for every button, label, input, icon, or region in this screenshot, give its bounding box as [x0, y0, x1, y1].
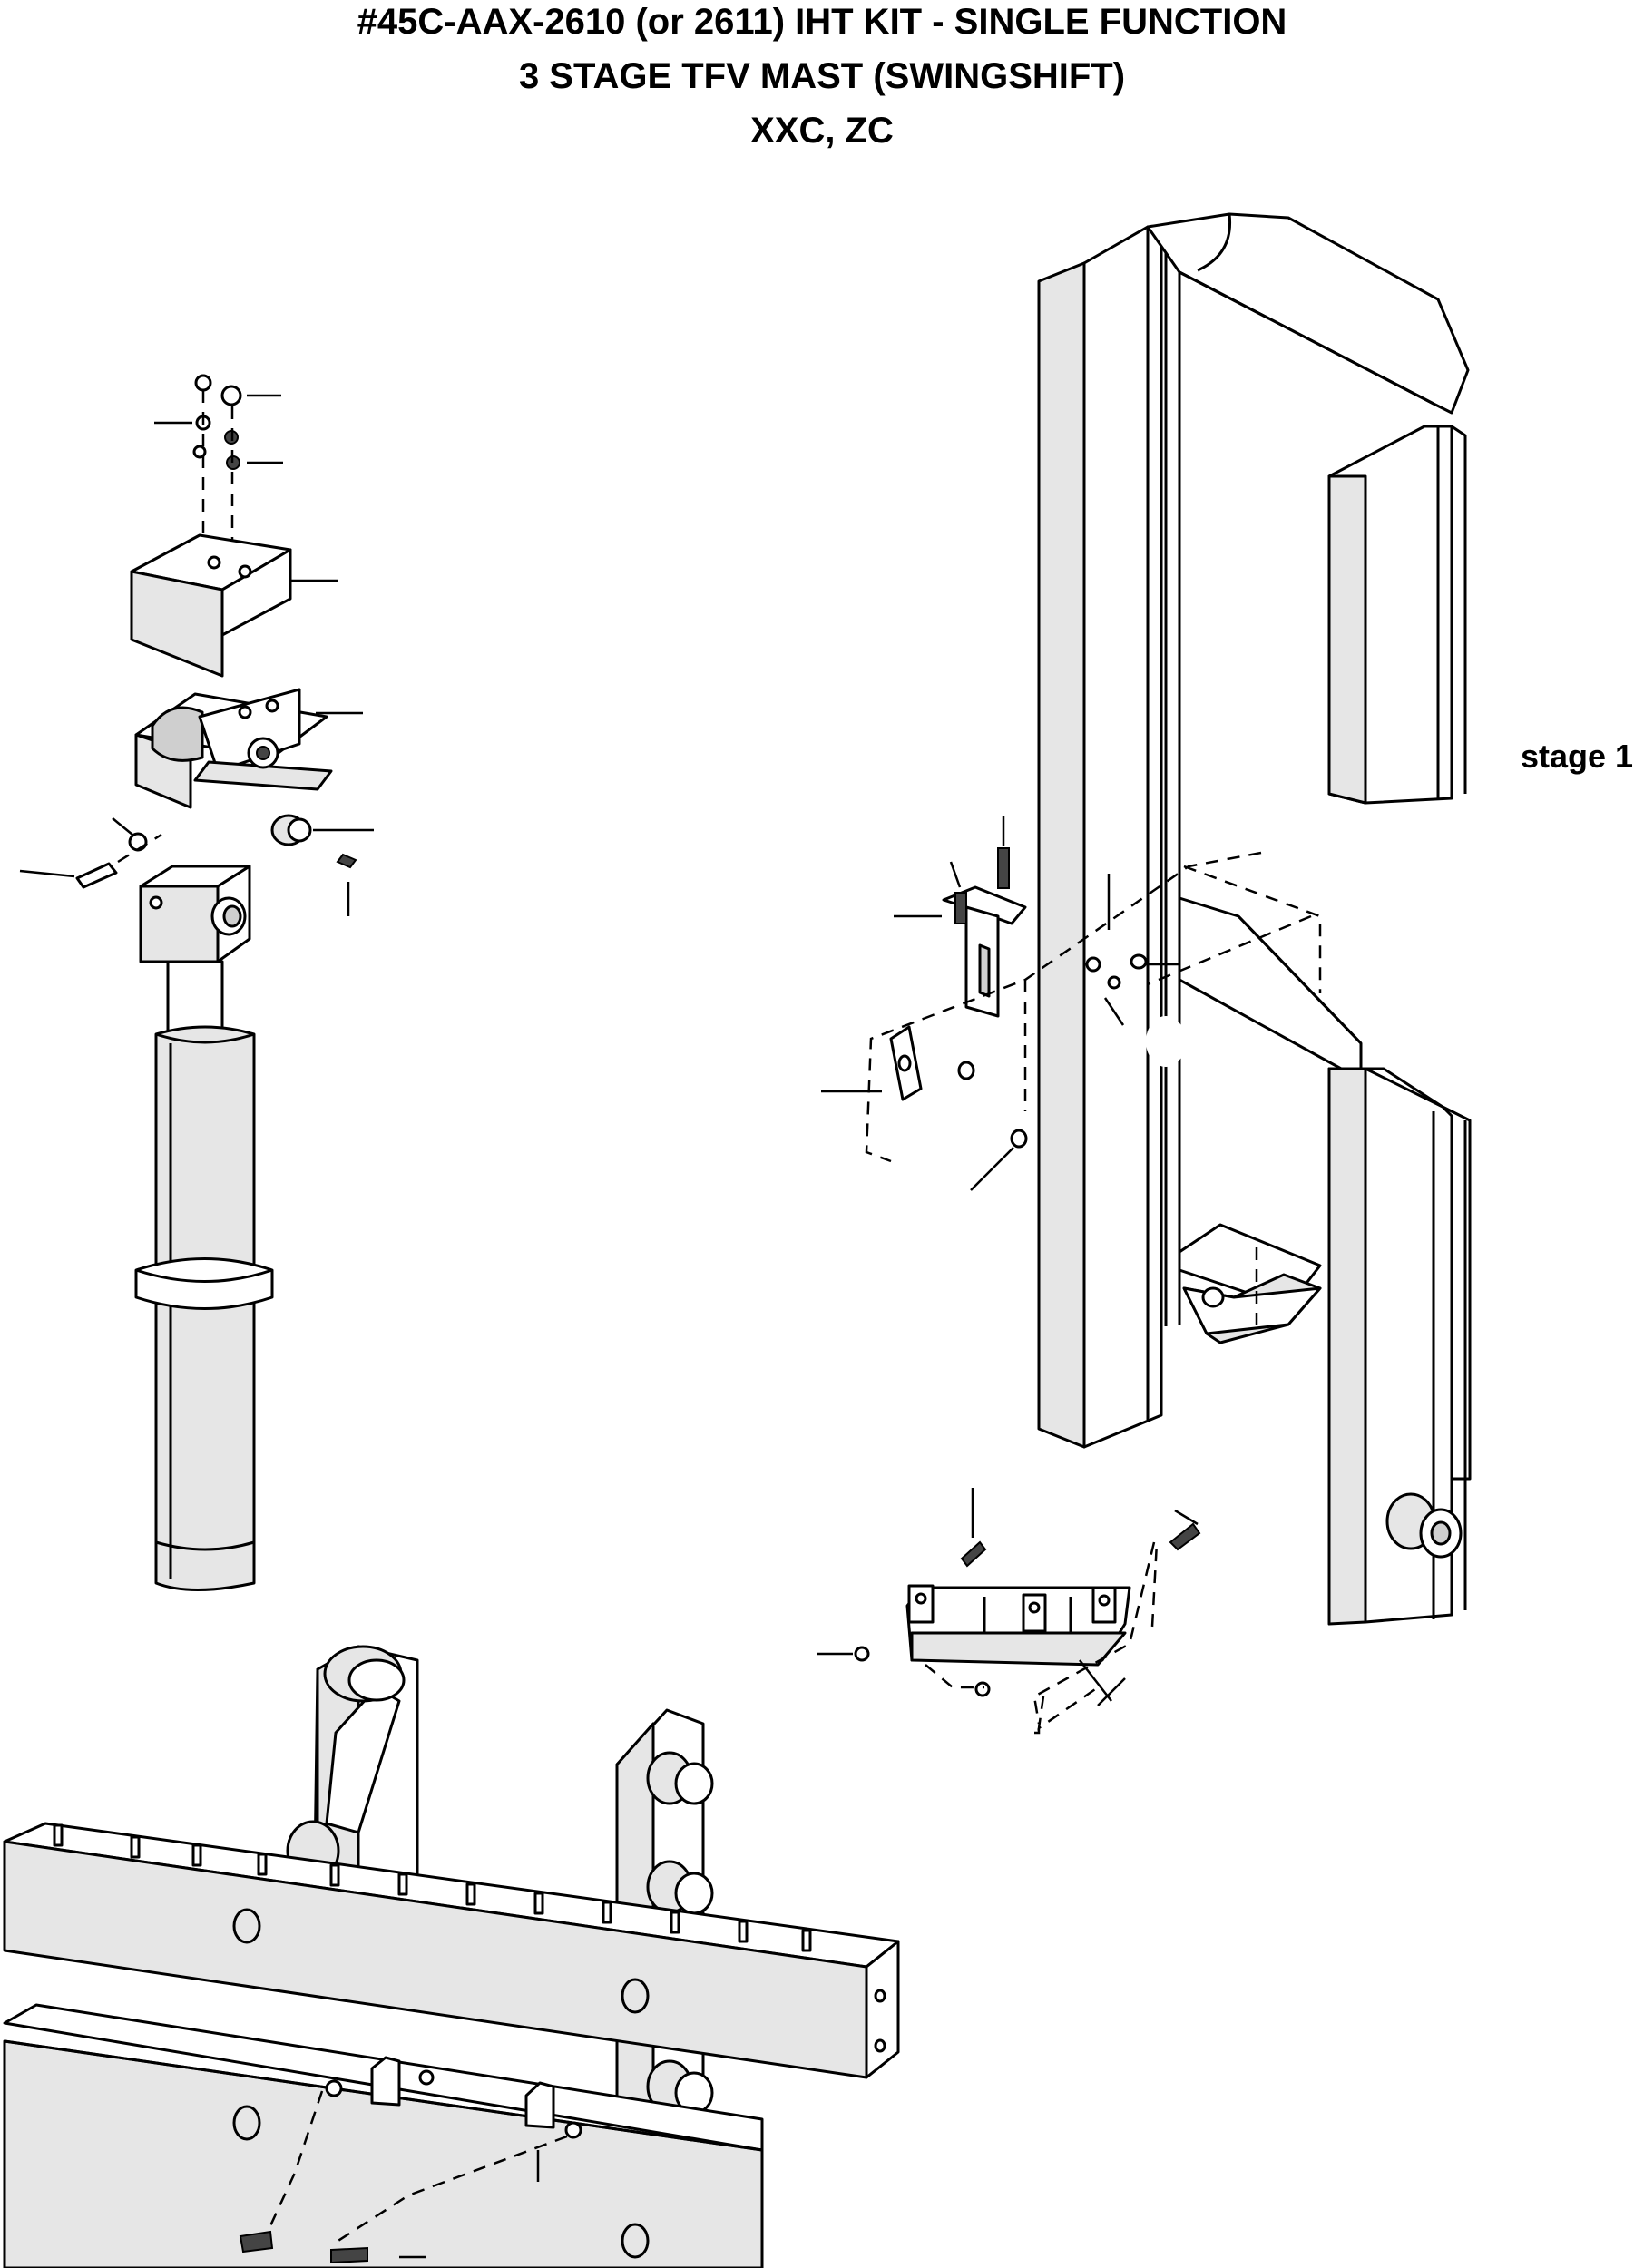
diagram-title-line-2: 3 STAGE TFV MAST (SWINGSHIFT) [518, 56, 1126, 96]
valve-block [134, 688, 363, 809]
bottom-arm-bracket [817, 1488, 1201, 1735]
carriage-assembly [3, 1645, 900, 2268]
cylinder-barrel [134, 960, 274, 1591]
diagram-title-line-1: #45C-AAX-2610 (or 2611) IHT KIT - SINGLE… [357, 2, 1287, 42]
valve-fittings [19, 814, 374, 916]
stage-label: stage 1 [1521, 738, 1634, 775]
top-hardware-stack [154, 374, 283, 562]
switch-bracket-assembly [821, 816, 1312, 1191]
cover-bracket [130, 533, 338, 678]
diagram-title-line-3: XXC, ZC [750, 111, 894, 151]
cylinder-head [139, 865, 251, 963]
cylinder-assembly [19, 374, 374, 1591]
fork-bar-notches [53, 1823, 812, 1952]
mast-channel [1037, 212, 1472, 1626]
